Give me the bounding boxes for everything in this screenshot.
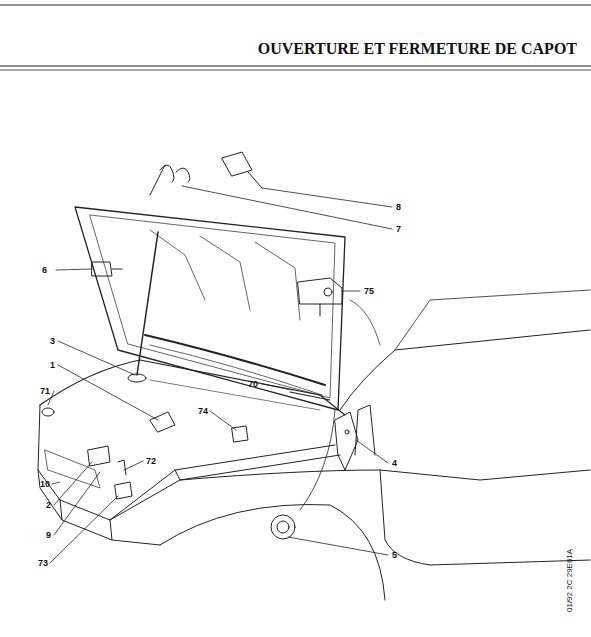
callout-number: 7 (396, 225, 401, 234)
callout-number: 10 (40, 480, 50, 489)
callout-number: 9 (46, 531, 51, 540)
callout-number: 71 (40, 387, 50, 396)
callout-number: 1 (50, 361, 55, 370)
callout-number: 72 (146, 457, 156, 466)
callout-number: 8 (396, 203, 401, 212)
callout-number: 5 (392, 551, 397, 560)
callout-number: 2 (46, 501, 51, 510)
callout-number: 70 (248, 380, 258, 389)
callout-number: 74 (198, 407, 208, 416)
callout-number: 4 (392, 459, 397, 468)
callout-number: 6 (42, 266, 47, 275)
callout-number: 75 (364, 287, 374, 296)
page-title: OUVERTURE ET FERMETURE DE CAPOT (258, 40, 577, 58)
callout-number: 73 (38, 559, 48, 568)
callout-number: 3 (50, 337, 55, 346)
drawing-code: 01/92 2C 29E61A (566, 549, 574, 612)
